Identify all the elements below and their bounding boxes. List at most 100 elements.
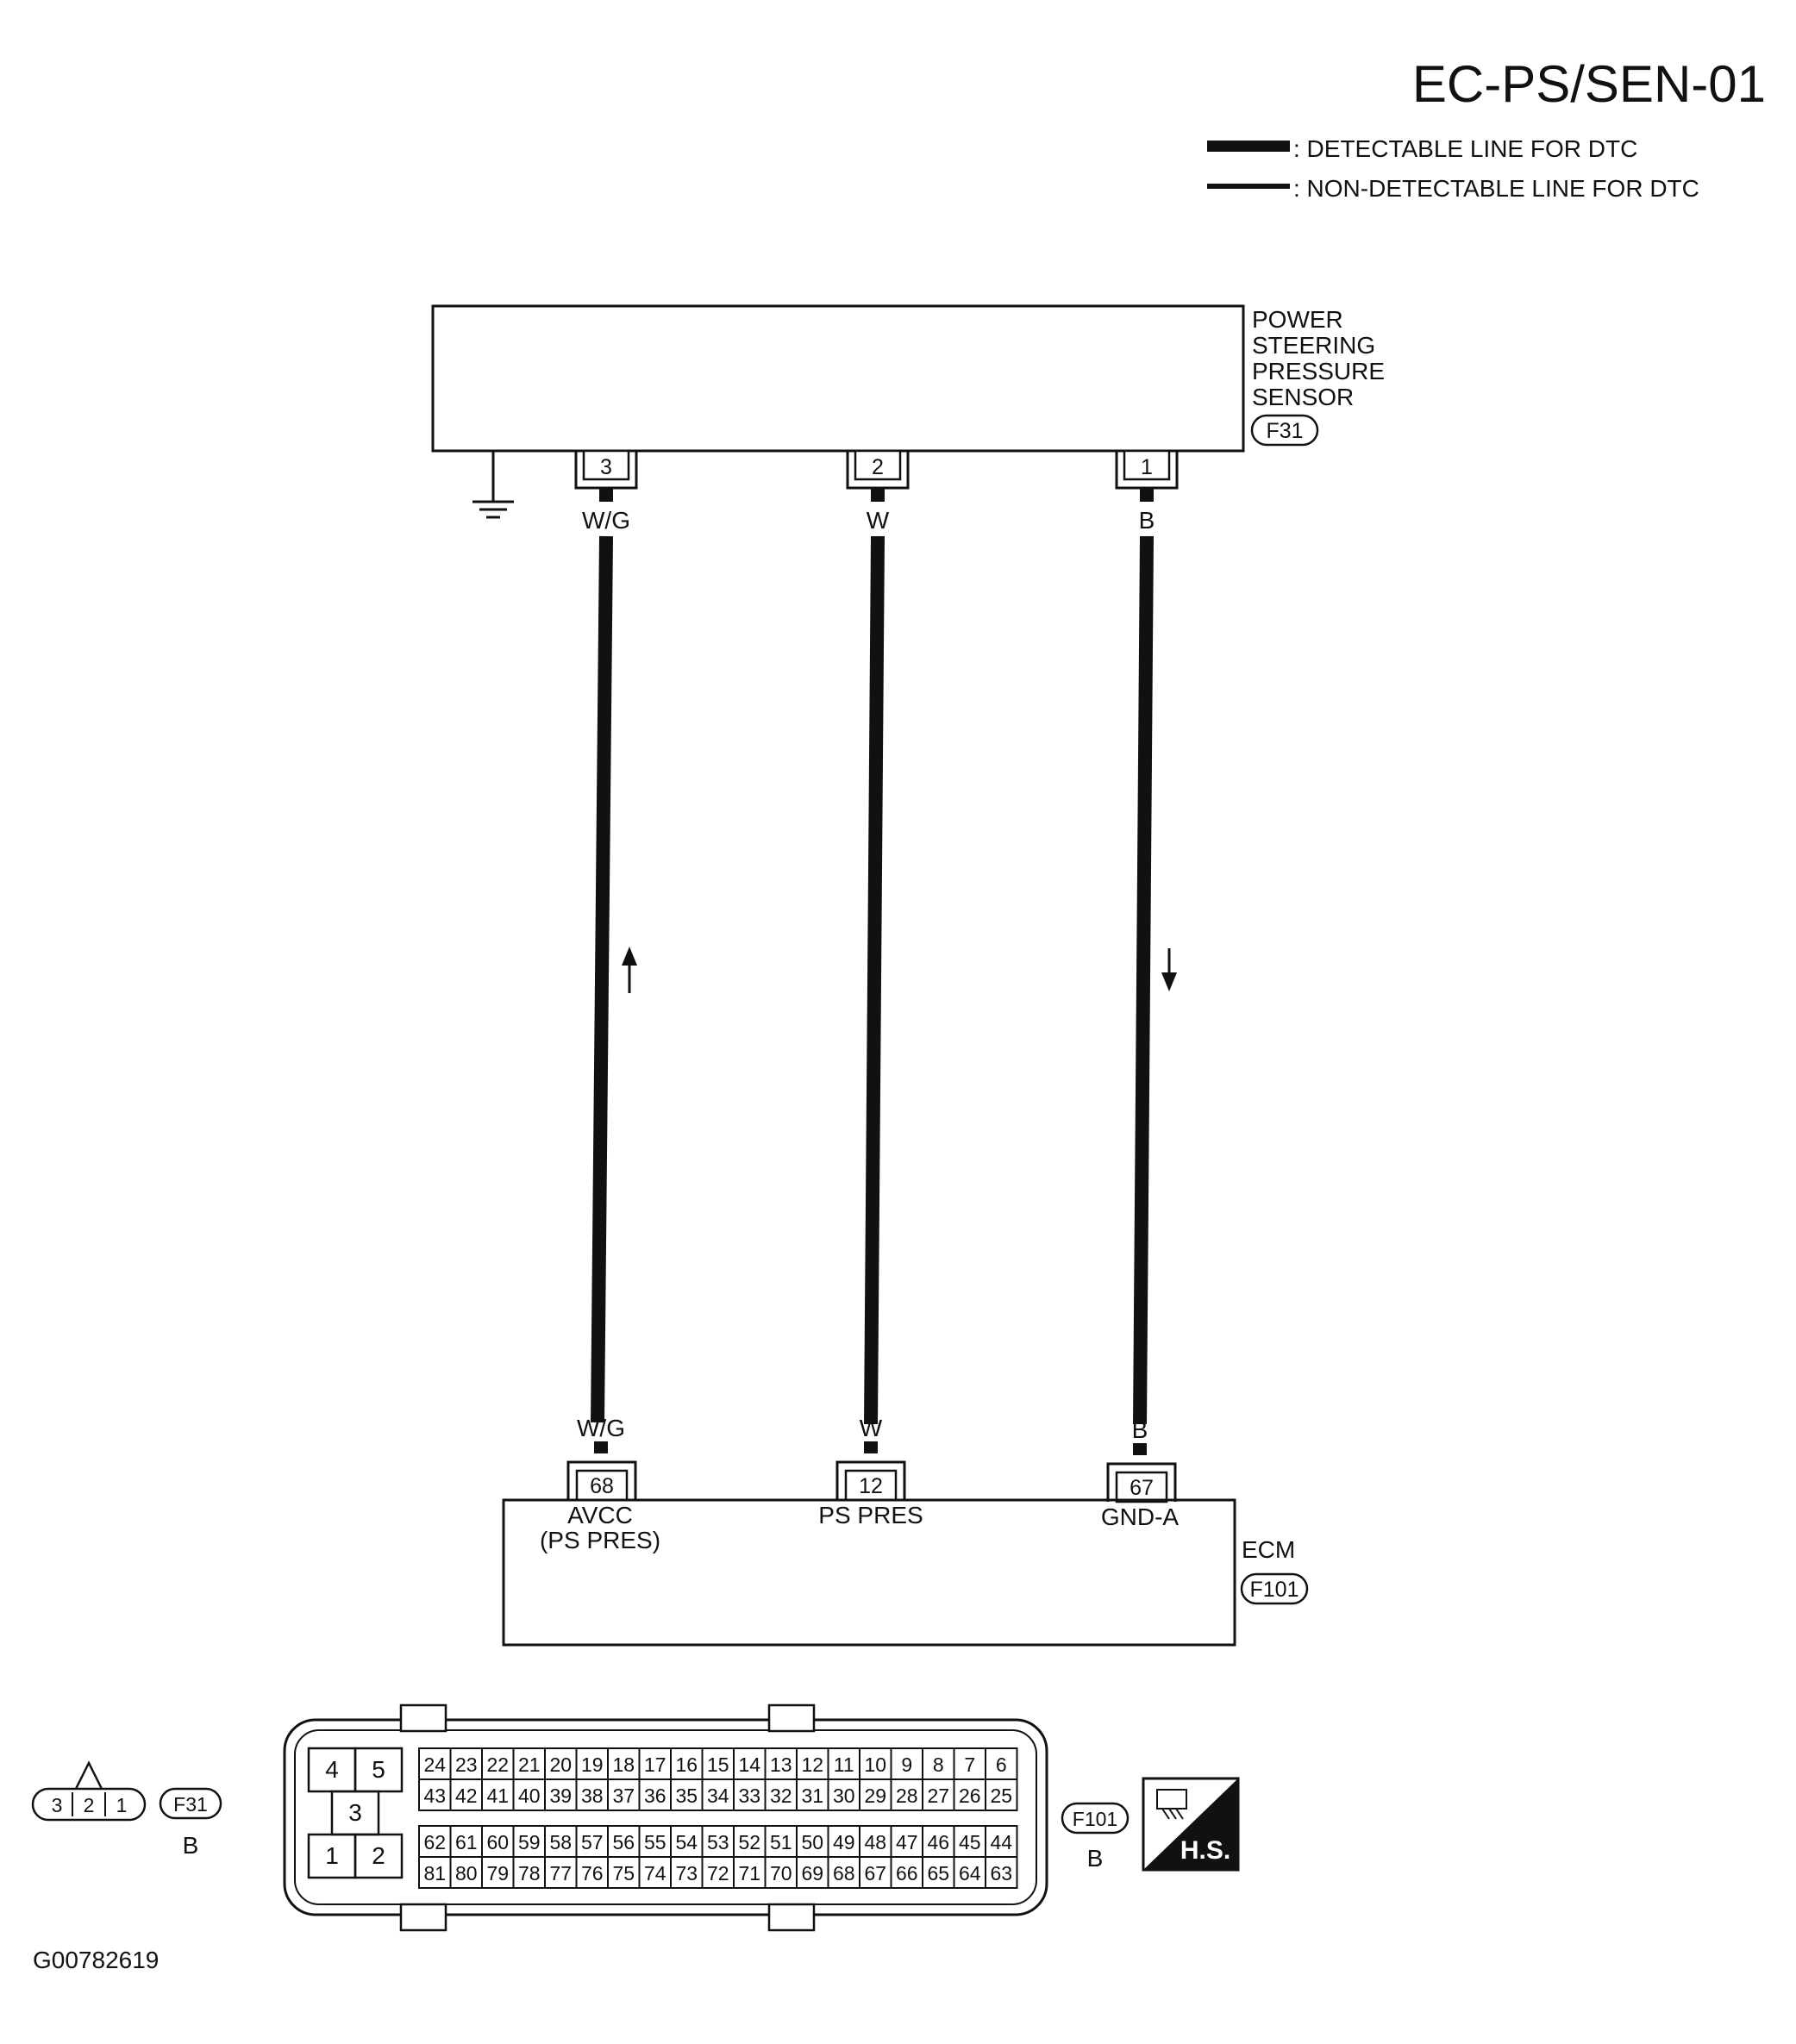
f101-pin-number: 49	[833, 1831, 855, 1853]
f101-pin-number: 30	[833, 1785, 855, 1807]
f101-pin-number: 9	[901, 1753, 912, 1776]
ecm-stub-67	[1133, 1443, 1147, 1455]
ecm-wire-color-68: W/G	[577, 1415, 625, 1441]
ecm-pin-68-connector	[566, 1460, 637, 1502]
sensor-pin-3: 3	[600, 455, 612, 479]
ecm-name: ECM	[1242, 1536, 1295, 1563]
wire-w	[864, 535, 885, 1425]
f101-pin-number: 8	[933, 1753, 944, 1776]
legend-detectable-label: : DETECTABLE LINE FOR DTC	[1293, 135, 1637, 162]
f101-pin-number: 51	[770, 1831, 792, 1853]
ground-symbol	[472, 451, 514, 519]
ecm-terminal-label-ps-pres: PS PRES	[818, 1502, 923, 1528]
f101-pin-number: 63	[990, 1862, 1012, 1885]
f101-pin-number: 55	[644, 1831, 666, 1853]
ecm-terminal-label-avcc: AVCC	[567, 1502, 633, 1528]
f101-pin-number: 43	[423, 1785, 446, 1807]
f31-face-pin-3: 3	[52, 1794, 63, 1816]
f101-id: F101	[1073, 1808, 1117, 1830]
f101-pin-number: 11	[834, 1753, 854, 1776]
f101-pin-number: 39	[549, 1785, 572, 1807]
ecm-wire-color-67: B	[1132, 1416, 1148, 1443]
ecm-connector-id: F101	[1250, 1578, 1299, 1602]
f101-pin-number: 32	[770, 1785, 792, 1807]
f101-pin-number: 18	[612, 1753, 635, 1776]
f101-id-badge	[1061, 1802, 1130, 1835]
f101-pin-number: 33	[738, 1785, 760, 1807]
f101-pin-number: 10	[864, 1753, 886, 1776]
f101-pin-number: 59	[518, 1831, 541, 1853]
sensor-stub-2	[871, 488, 885, 502]
f101-pin-number: 79	[486, 1862, 509, 1885]
ecm-connector-badge	[1240, 1572, 1309, 1605]
f101-pin-number: 77	[549, 1862, 572, 1885]
f101-pin-number: 74	[644, 1862, 666, 1885]
sensor-stub-1	[1140, 488, 1154, 502]
sensor-name-line-2: STEERING	[1252, 332, 1375, 359]
ecm-pin-67: 67	[1130, 1476, 1154, 1500]
f101-pin-number: 42	[455, 1785, 478, 1807]
sensor-box	[431, 304, 1245, 453]
ecm-box	[502, 1498, 1236, 1647]
legend-non-detectable-swatch	[1207, 184, 1290, 189]
sensor-wire-color-2: W	[867, 507, 890, 534]
f101-pin-number: 6	[996, 1753, 1007, 1776]
f101-pin-number: 24	[423, 1753, 446, 1776]
ecm-pin-68: 68	[590, 1474, 614, 1498]
sensor-name-line-1: POWER	[1252, 306, 1343, 333]
f101-pin-number: 73	[675, 1862, 698, 1885]
ecm-stub-12	[864, 1441, 878, 1453]
f101-pin-number: 28	[896, 1785, 918, 1807]
f101-pin-2: 2	[372, 1842, 385, 1869]
sensor-pin-3-connector	[574, 449, 638, 490]
f101-pin-number: 64	[959, 1862, 981, 1885]
f101-pin-number: 40	[518, 1785, 541, 1807]
f101-pin-number: 20	[549, 1753, 572, 1776]
ecm-pin-12-connector	[835, 1460, 906, 1502]
f31-id: F31	[173, 1793, 208, 1816]
sensor-stub-3	[599, 488, 613, 502]
sensor-pin-1: 1	[1141, 455, 1153, 479]
ecm-terminal-label-gnd-a: GND-A	[1101, 1503, 1180, 1530]
f101-pin-number: 22	[486, 1753, 509, 1776]
f101-pin-number: 27	[927, 1785, 949, 1807]
f31-color: B	[183, 1832, 199, 1859]
f101-pin-number: 68	[833, 1862, 855, 1885]
f101-pin-number: 58	[549, 1831, 572, 1853]
f101-pin-cell	[985, 1778, 1018, 1811]
f101-pin-number: 75	[612, 1862, 635, 1885]
f101-connector-housing	[283, 1703, 1048, 1932]
sensor-wire-color-3: W/G	[582, 507, 630, 534]
figure-id: G00782619	[33, 1947, 159, 1973]
harness-connector-icon	[1156, 1789, 1187, 1820]
f101-pin-number: 57	[581, 1831, 604, 1853]
f101-pin-number: 16	[675, 1753, 698, 1776]
f101-pin-number: 44	[990, 1831, 1012, 1853]
ecm-pin-67-connector	[1106, 1462, 1177, 1503]
f101-pin-number: 41	[486, 1785, 509, 1807]
legend-detectable-swatch	[1207, 141, 1290, 152]
f101-pin-cell	[985, 1856, 1018, 1889]
arrow-up-wg	[622, 947, 637, 993]
f31-face-pin-1: 1	[116, 1794, 128, 1816]
f101-pin-number: 26	[959, 1785, 981, 1807]
f31-id-badge	[159, 1787, 222, 1820]
f101-pin-number: 36	[644, 1785, 666, 1807]
f101-pin-number: 67	[864, 1862, 886, 1885]
f101-pin-number: 81	[423, 1862, 446, 1885]
f101-pin-number: 25	[990, 1785, 1012, 1807]
f101-pin-4: 4	[325, 1756, 339, 1783]
f101-pin-number: 66	[896, 1862, 918, 1885]
sensor-connector-badge	[1250, 414, 1319, 447]
f31-face-pin-2: 2	[84, 1794, 95, 1816]
f101-pin-number: 61	[455, 1831, 478, 1853]
f101-color: B	[1087, 1845, 1104, 1872]
f101-pin-number: 50	[801, 1831, 823, 1853]
f101-pin-number: 29	[864, 1785, 886, 1807]
hs-badge-label: H.S.	[1180, 1836, 1230, 1865]
legend-non-detectable-label: : NON-DETECTABLE LINE FOR DTC	[1293, 175, 1699, 202]
sensor-name-line-3: PRESSURE	[1252, 358, 1385, 384]
f101-pin-number: 45	[959, 1831, 981, 1853]
